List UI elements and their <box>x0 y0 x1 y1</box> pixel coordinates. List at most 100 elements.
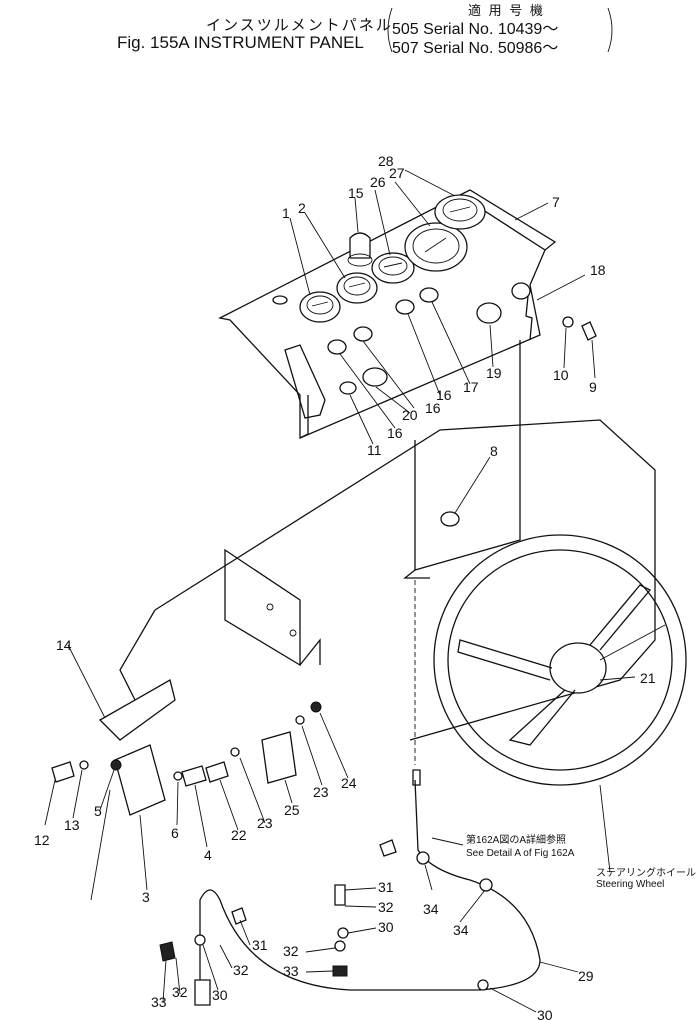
callout-30-a: 30 <box>378 919 394 935</box>
pedal-bracket-14 <box>98 679 176 741</box>
nut-24 <box>310 701 322 713</box>
applicable-models-label: 適 用 号 機 <box>468 3 545 18</box>
callout-34-a: 34 <box>423 901 439 917</box>
callout-20: 20 <box>402 407 418 423</box>
callout-34-b: 34 <box>453 922 469 938</box>
gauge-27-large <box>404 222 468 272</box>
steering-wheel-label-jp: ステアリングホイール <box>596 866 696 879</box>
cover-3 <box>114 744 166 816</box>
plug-11 <box>339 381 357 395</box>
figure-title: Fig. 155A INSTRUMENT PANEL <box>117 33 364 52</box>
panel-slot-bracket <box>284 344 326 419</box>
bolt-31b <box>231 907 247 925</box>
callout-23-b: 23 <box>313 784 329 800</box>
gauge-1 <box>299 291 341 323</box>
filter-25 <box>261 731 297 784</box>
lamp-16b <box>353 326 373 342</box>
key-switch-18 <box>511 282 533 341</box>
machine-frame <box>98 340 656 816</box>
washer-10 <box>562 316 574 328</box>
nut-33a <box>332 965 348 977</box>
callout-21: 21 <box>640 670 656 686</box>
callout-11: 11 <box>367 442 382 458</box>
switch-19 <box>476 302 502 324</box>
cable-fitting <box>194 979 211 1006</box>
bracket-hole-1 <box>266 603 274 611</box>
clamp-34b <box>479 878 493 892</box>
bolt-4 <box>181 765 207 787</box>
nut-33b <box>159 941 176 962</box>
callout-30-c: 30 <box>537 1007 553 1020</box>
callout-23-a: 23 <box>257 815 273 831</box>
instrument-panel-assembly <box>218 189 597 439</box>
bolt-31a <box>334 884 346 906</box>
cable-end <box>412 769 421 786</box>
horn-pointer <box>599 624 666 661</box>
frame-left-edge <box>119 609 156 701</box>
callout-2: 2 <box>298 200 306 216</box>
column-foot <box>403 569 430 579</box>
callout-15: 15 <box>348 185 364 201</box>
bracket-lip <box>299 638 321 666</box>
callout-24: 24 <box>341 775 357 791</box>
callout-6: 6 <box>171 825 179 841</box>
leader-lines <box>44 169 636 1013</box>
serial-bracket-right <box>607 7 613 53</box>
serial-bracket-left <box>387 7 393 53</box>
detail-bolt <box>379 839 397 857</box>
detail-note-jp: 第162A図のA詳細参照 <box>466 833 566 846</box>
lamp-17 <box>419 287 439 303</box>
callout-13: 13 <box>64 817 80 833</box>
callout-19: 19 <box>486 365 502 381</box>
gauge-26 <box>371 252 415 284</box>
washer-23a <box>230 747 240 757</box>
grommet-8 <box>440 511 460 527</box>
serial-range-507: 507 Serial No. 50986～ <box>392 40 559 57</box>
callout-16-c: 16 <box>436 387 452 403</box>
steering-wheel-label-en: Steering Wheel <box>596 879 664 890</box>
clamp-30b <box>194 934 206 946</box>
callout-32-d: 32 <box>172 984 188 1000</box>
washer-6 <box>173 771 183 781</box>
callout-31-b: 31 <box>252 937 268 953</box>
callout-32-a: 32 <box>378 899 394 915</box>
callout-18: 18 <box>590 262 606 278</box>
callout-25: 25 <box>284 802 300 818</box>
knob-20 <box>362 367 388 387</box>
clamp-30a <box>337 927 349 939</box>
callout-4: 4 <box>204 847 212 863</box>
indicator-light-15 <box>347 232 373 267</box>
callout-33-a: 33 <box>283 963 299 979</box>
callout-22: 22 <box>231 827 247 843</box>
callout-10: 10 <box>553 367 569 383</box>
callout-numbers: 1 2 3 4 5 6 7 8 9 10 11 12 13 14 15 16 1… <box>34 153 696 1020</box>
wheel-spoke-left <box>457 639 553 681</box>
lamp-16c <box>395 299 415 315</box>
callout-16-a: 16 <box>387 425 403 441</box>
callout-30-b: 30 <box>212 987 228 1003</box>
callout-26: 26 <box>370 174 386 190</box>
tachometer-cable-29 <box>199 580 541 991</box>
column-support <box>414 340 521 571</box>
clamp-30c <box>477 979 489 991</box>
callout-3: 3 <box>142 889 150 905</box>
washer-32 <box>334 940 346 952</box>
callout-16-b: 16 <box>425 400 441 416</box>
callout-14: 14 <box>56 637 72 653</box>
bracket-hole-2 <box>289 629 297 637</box>
washer-13 <box>79 760 89 770</box>
steering-column-bracket <box>224 548 301 667</box>
callout-27: 27 <box>389 165 405 181</box>
wheel-spoke-lower <box>508 689 576 746</box>
gauge-28 <box>434 194 486 230</box>
callout-1: 1 <box>282 205 290 221</box>
callout-32-c: 32 <box>233 962 249 978</box>
clamp-34a <box>416 851 430 865</box>
callout-31-a: 31 <box>378 879 394 895</box>
callout-12: 12 <box>34 832 50 848</box>
bolt-22 <box>205 761 229 783</box>
washer-23b <box>295 715 305 725</box>
nut-5 <box>110 759 122 771</box>
panel-top-edge <box>459 189 557 251</box>
callout-5: 5 <box>94 803 102 819</box>
